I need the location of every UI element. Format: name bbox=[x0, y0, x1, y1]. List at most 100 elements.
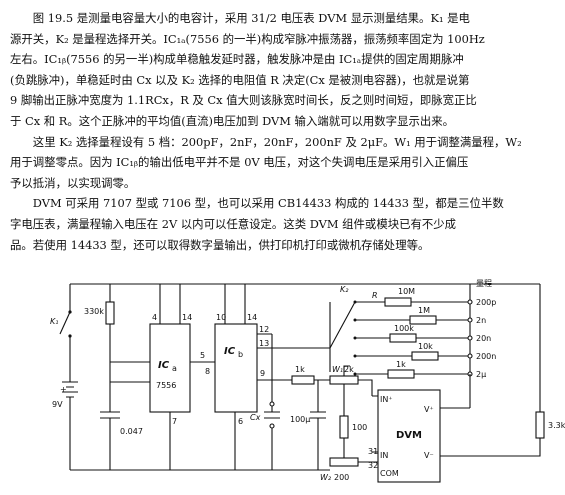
dvm-input-pins bbox=[372, 395, 378, 463]
pin-14b: 14 bbox=[247, 313, 257, 322]
line: 品。若使用 14433 型，还可以取得数字量输出，供打印机打印或微机存储处理等。 bbox=[10, 237, 430, 252]
cx-label: Cx bbox=[250, 413, 261, 422]
ic1b-supply-pins bbox=[224, 284, 246, 324]
resistor-100k bbox=[389, 333, 417, 343]
line: 字电压表，满量程输入电压在 2V 以内可以任意设定。这类 DVM 组件或模块已有… bbox=[10, 216, 457, 231]
cx-terminal bbox=[269, 423, 275, 429]
resistor-10k-label: 10k bbox=[418, 342, 433, 351]
ic1b-block bbox=[214, 323, 258, 413]
ic1a-label: IC bbox=[158, 360, 170, 371]
w2-label: W₂ bbox=[320, 473, 332, 482]
dvm-pin-32: 32 bbox=[368, 461, 378, 470]
w1-wiper bbox=[343, 365, 350, 376]
k2-arm bbox=[329, 301, 356, 349]
w1-value: 2k bbox=[344, 365, 354, 374]
line: 9 脚输出正脉冲宽度为 1.1RCx，R 及 Cx 值大则该脉宽时间长，反之则时… bbox=[10, 93, 477, 108]
supply-voltage: 9V bbox=[52, 400, 63, 409]
potentiometer-w2 bbox=[329, 457, 359, 467]
pin-13: 13 bbox=[259, 339, 269, 348]
pin-5: 5 bbox=[200, 351, 205, 360]
capacitor-100u bbox=[310, 411, 326, 419]
resistor-10m-label: 10M bbox=[398, 287, 415, 296]
resistor-3-3k-label: 3.3k bbox=[548, 421, 565, 430]
dvm-label: DVM bbox=[396, 430, 422, 441]
w1-to-dvm bbox=[358, 379, 373, 396]
line: 予以抵消，以实现调零。 bbox=[10, 175, 136, 190]
body-text: 图 19.5 是测量电容量大小的电容计，采用 31/2 电压表 DVM 显示测量… bbox=[10, 8, 558, 255]
dvm-block bbox=[377, 389, 441, 483]
range-terminal bbox=[467, 299, 473, 305]
pin-4: 4 bbox=[152, 313, 157, 322]
resistor-3-3k-wire bbox=[470, 438, 541, 457]
range-20n: 20n bbox=[476, 334, 491, 343]
resistor-3-3k bbox=[535, 411, 545, 439]
line: 源开关，K₂ 是量程选择开关。IC₁ₐ(7556 的一半)构成窄脉冲振荡器，振荡… bbox=[10, 31, 485, 46]
ic1b-label: IC bbox=[224, 346, 236, 357]
resistor-100 bbox=[339, 415, 349, 439]
paragraph-2: 这里 K₂ 选择量程设有 5 档：200pF，2nF，20nF，200nF 及 … bbox=[10, 132, 558, 194]
capacitor-cx bbox=[264, 411, 280, 419]
range-200p: 200p bbox=[476, 298, 496, 307]
w1-label: W₁ bbox=[332, 365, 343, 374]
capacitor-0047-label: 0.047 bbox=[120, 427, 143, 436]
cx-terminal bbox=[269, 401, 275, 407]
k2-label: K₂ bbox=[340, 285, 349, 294]
range-2n: 2n bbox=[476, 316, 486, 325]
ic1a-input-pins bbox=[110, 361, 150, 383]
circuit-schematic: K₁ 9V + 330k 0.047 IC a 7556 4 14 7 5 IC… bbox=[50, 279, 565, 483]
pin-8: 8 bbox=[205, 367, 210, 376]
pin-14: 14 bbox=[182, 313, 192, 322]
range-200n: 200n bbox=[476, 352, 496, 361]
k1-switch-blade bbox=[59, 311, 71, 335]
dvm-com: COM bbox=[380, 469, 399, 478]
resistor-330k-label: 330k bbox=[84, 307, 104, 316]
capacitor-0047 bbox=[100, 411, 120, 419]
resistor-100-label: 100 bbox=[352, 423, 367, 432]
dvm-v-minus: V⁻ bbox=[424, 451, 434, 460]
ic1a-block bbox=[149, 323, 191, 413]
dvm-in-plus: IN⁺ bbox=[380, 395, 393, 404]
ic1b-sub: b bbox=[238, 350, 243, 359]
dvm-v-plus: V⁺ bbox=[424, 405, 434, 414]
pin-10: 10 bbox=[216, 313, 226, 322]
k1-label: K₁ bbox=[50, 317, 58, 326]
resistor-10m bbox=[384, 297, 412, 307]
pin-6: 6 bbox=[238, 417, 243, 426]
ic1a-sub: a bbox=[172, 364, 177, 373]
paragraph-1: 图 19.5 是测量电容量大小的电容计，采用 31/2 电压表 DVM 显示测量… bbox=[10, 8, 558, 132]
battery-symbol bbox=[62, 381, 78, 398]
pin-9: 9 bbox=[260, 369, 265, 378]
ic1a-supply-pins bbox=[159, 284, 181, 324]
line: 这里 K₂ 选择量程设有 5 档：200pF，2nF，20nF，200nF 及 … bbox=[32, 134, 522, 149]
pin-12: 12 bbox=[259, 325, 269, 334]
resistor-1k-range bbox=[387, 369, 415, 379]
pin-7: 7 bbox=[172, 417, 177, 426]
line: (负跳脉冲)，单稳延时由 Cx 以及 K₂ 选择的电阻值 R 决定(Cx 是被测… bbox=[10, 72, 470, 87]
range-terminal bbox=[467, 335, 473, 341]
resistor-100k-label: 100k bbox=[394, 324, 414, 333]
paragraph-3: DVM 可采用 7107 型或 7106 型，也可以采用 CB14433 构成的… bbox=[10, 193, 558, 255]
resistor-1k-filter bbox=[291, 375, 315, 385]
line: 用于调整零点。因为 IC₁ᵦ的输出低电平并不是 0V 电压，对这个失调电压是采用… bbox=[10, 155, 469, 170]
capacitor-100u-label: 100μ bbox=[290, 415, 310, 424]
resistor-r-label: R bbox=[372, 291, 378, 300]
line: 图 19.5 是测量电容量大小的电容计，采用 31/2 电压表 DVM 显示测量… bbox=[32, 11, 470, 25]
battery-plus: + bbox=[60, 385, 67, 394]
ic1b-timing-pins bbox=[257, 333, 272, 349]
line: DVM 可采用 7107 型或 7106 型，也可以采用 CB14433 构成的… bbox=[32, 196, 504, 211]
dvm-supply-pins bbox=[440, 407, 470, 457]
range-terminal bbox=[467, 317, 473, 323]
line: 左右。IC₁ᵦ(7556 的另一半)构成单稳触发延时器，触发脉冲是由 IC₁ₐ提… bbox=[10, 52, 464, 67]
ic1a-part: 7556 bbox=[156, 381, 176, 390]
resistor-10k bbox=[411, 351, 439, 361]
resistor-1m bbox=[409, 315, 437, 325]
dvm-in-minus: IN bbox=[380, 451, 388, 460]
right-rail bbox=[469, 284, 541, 412]
w2-value: 200 bbox=[334, 473, 349, 482]
resistor-1k-filter-label: 1k bbox=[295, 365, 305, 374]
resistor-1m-label: 1M bbox=[418, 306, 430, 315]
line: 于 Cx 和 R。这个正脉冲的平均值(直流)电压加到 DVM 输入端就可以用数字… bbox=[10, 113, 455, 128]
k1-contact bbox=[68, 310, 72, 314]
potentiometer-w1 bbox=[329, 375, 359, 385]
